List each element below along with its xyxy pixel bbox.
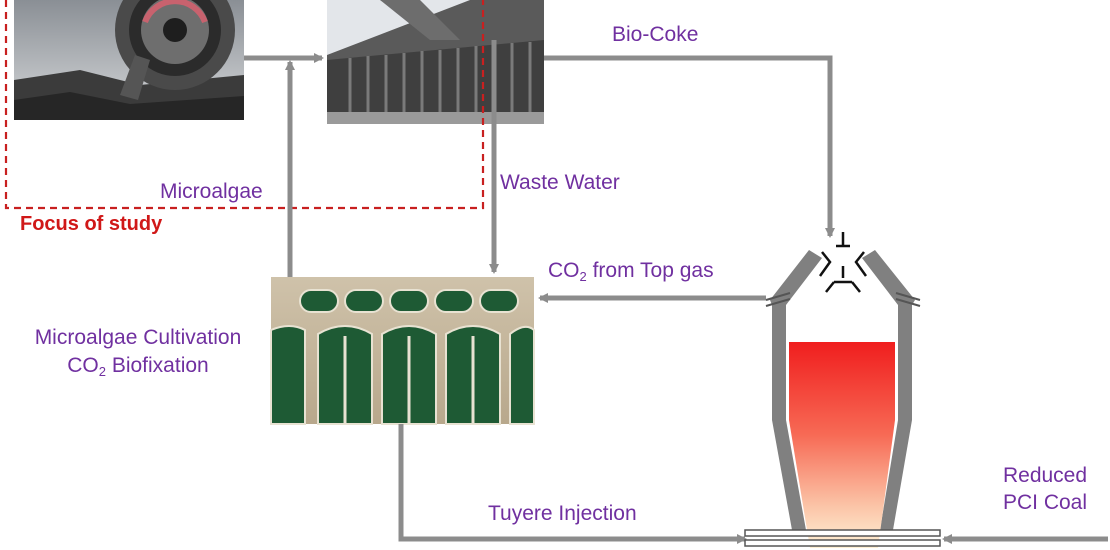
top-gas-label: from Top gas [586, 259, 714, 282]
reduced-line1: Reduced [1002, 464, 1088, 487]
co2-label: CO [67, 354, 99, 377]
focus-of-study-label: Focus of study [20, 213, 163, 235]
waste-water-label: Waste Water [500, 171, 620, 194]
mining-excavator-photo [14, 0, 244, 120]
cultivation-label: Microalgae Cultivation CO2 Biofixation [12, 326, 264, 379]
co2-top-gas-label: CO2 from Top gas [548, 259, 714, 284]
arrow-bio-coke [544, 55, 835, 238]
cultivation-line1: Microalgae Cultivation [34, 326, 242, 349]
algae-ponds-photo [270, 277, 535, 425]
tuyere-injection-label: Tuyere Injection [488, 502, 637, 525]
biofixation-line: CO2 Biofixation [12, 354, 264, 379]
microalgae-label: Microalgae [160, 180, 263, 203]
co2-label: CO [548, 259, 580, 282]
biofixation-label: Biofixation [106, 354, 209, 377]
reduced-pci-coal-label: Reduced PCI Coal [990, 465, 1100, 513]
arrow-tuyere-injection [398, 424, 747, 544]
blast-furnace [744, 232, 941, 548]
co2-subscript: 2 [98, 364, 106, 379]
focus-study-boundary [4, 0, 485, 210]
bio-coke-label: Bio-Coke [612, 23, 699, 46]
co2-subscript: 2 [579, 269, 587, 284]
reduced-line2: PCI Coal [1002, 491, 1088, 514]
coke-oven-photo [327, 0, 544, 124]
